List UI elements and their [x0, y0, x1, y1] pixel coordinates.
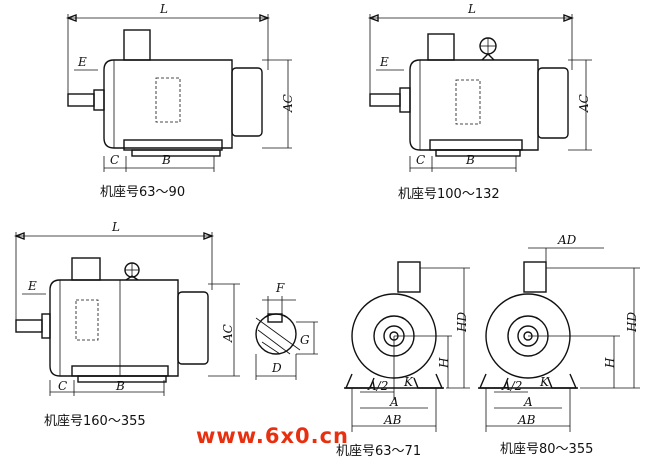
- end-view-63-71: [344, 261, 470, 432]
- side-view-160-355: [14, 231, 240, 396]
- label-L-1: L: [159, 2, 168, 16]
- shaft-section: [255, 296, 318, 380]
- end-view-80-355: [478, 247, 640, 432]
- label-B-2: B: [465, 153, 475, 167]
- label-AB-1: AB: [383, 413, 402, 427]
- label-H-2: H: [603, 357, 617, 369]
- label-AB-2: AB: [517, 413, 536, 427]
- label-HD-1: HD: [455, 312, 469, 333]
- label-L-3: L: [111, 220, 120, 234]
- label-B-3: B: [115, 379, 125, 393]
- label-AD: AD: [557, 233, 577, 247]
- caption-frame-63-90: 机座号63～90: [100, 185, 186, 200]
- label-L-2: L: [467, 2, 476, 16]
- caption-frame-63-71: 机座号63～71: [336, 444, 422, 458]
- caption-frame-160-355: 机座号160～355: [44, 414, 146, 429]
- label-B-1: B: [161, 153, 171, 167]
- label-K-1: K: [403, 375, 414, 389]
- label-E-2: E: [379, 55, 389, 69]
- label-E-1: E: [77, 55, 87, 69]
- label-AC-2: AC: [577, 94, 591, 113]
- label-C-2: C: [416, 153, 425, 167]
- caption-frame-80-355: 机座号80～355: [500, 442, 594, 457]
- label-H-1: H: [437, 357, 451, 369]
- label-A-1: A: [389, 395, 399, 409]
- watermark: www.6x0.cn: [196, 424, 349, 448]
- label-G: G: [300, 333, 310, 347]
- label-E-3: E: [27, 279, 37, 293]
- label-A-2: A: [523, 395, 533, 409]
- label-C-3: C: [58, 379, 67, 393]
- label-AC-1: AC: [281, 94, 295, 113]
- label-K-2: K: [539, 375, 550, 389]
- side-view-63-90: [66, 13, 292, 172]
- label-C-1: C: [110, 153, 119, 167]
- label-A2-2: A/2: [501, 379, 522, 393]
- label-F: F: [275, 281, 285, 295]
- label-AC-3: AC: [221, 324, 235, 343]
- label-A2-1: A/2: [367, 379, 388, 393]
- side-view-100-132: [368, 13, 592, 172]
- label-D: D: [271, 361, 282, 375]
- label-HD-2: HD: [625, 312, 639, 333]
- caption-frame-100-132: 机座号100～132: [398, 187, 500, 202]
